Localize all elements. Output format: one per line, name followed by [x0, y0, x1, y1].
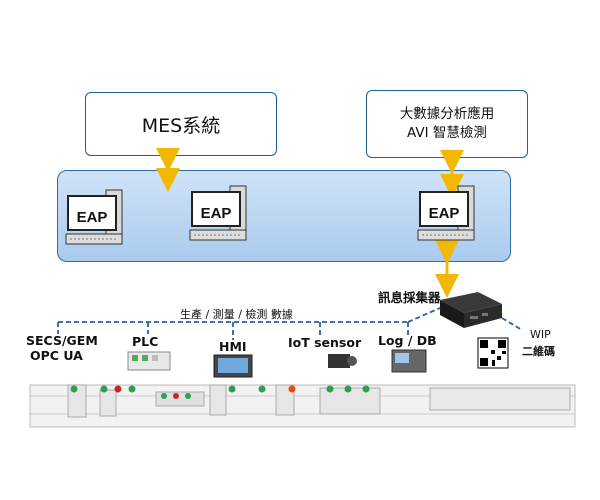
plc-label: PLC: [132, 334, 159, 349]
collector-label: 訊息採集器: [378, 290, 441, 305]
data-bus-line: [57, 307, 523, 340]
collector-device-icon: [440, 292, 502, 328]
opc-ua-label: OPC UA: [30, 348, 83, 363]
plc-module-icon: [127, 351, 171, 371]
qr-code-label: 二維碼: [522, 345, 555, 358]
qr-code-icon: [477, 337, 509, 369]
mes-system-box: MES系統: [85, 92, 277, 156]
eap-label-3: EAP: [429, 205, 460, 222]
big-data-analytics-box: 大數據分析應用 AVI 智慧檢測: [366, 90, 528, 158]
hmi-panel-icon: [213, 354, 253, 378]
wip-label: WIP: [530, 328, 551, 341]
equipment-rack: [29, 384, 576, 428]
log-db-label: Log / DB: [378, 333, 437, 348]
eap-computer-icon: [417, 185, 475, 241]
data-bus-label: 生產 / 測量 / 檢測 數據: [180, 308, 293, 321]
eap-computer-icon: [189, 185, 247, 241]
eap-computer-icon: [65, 189, 123, 245]
iot-sensor-label: IoT sensor: [288, 335, 362, 350]
mes-system-label: MES系統: [141, 114, 221, 137]
log-db-device-icon: [391, 349, 427, 373]
iot-sensor-icon: [328, 354, 357, 368]
big-data-line2: AVI 智慧檢測: [407, 125, 487, 141]
hmi-label: HMI: [219, 339, 247, 354]
big-data-line1: 大數據分析應用: [399, 106, 495, 122]
eap-label-1: EAP: [77, 209, 108, 226]
eap-label-2: EAP: [201, 205, 232, 222]
secs-gem-label: SECS/GEM: [26, 333, 98, 348]
